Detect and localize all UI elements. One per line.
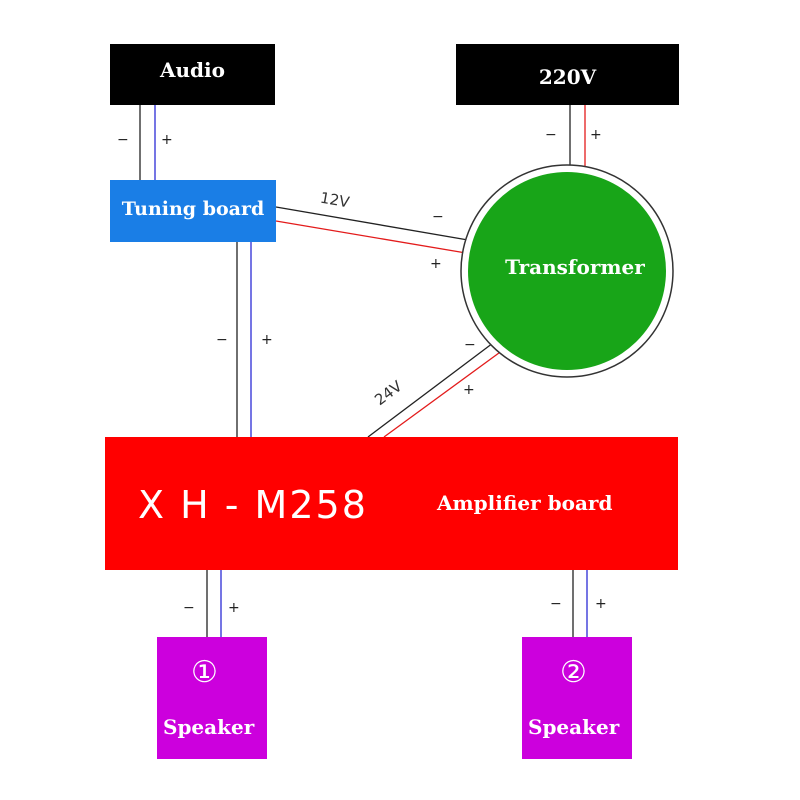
12v-negative-sign: − — [432, 209, 444, 225]
speaker2-positive-sign: + — [595, 596, 607, 612]
audio-source: Audio — [110, 44, 275, 105]
12v-negative-wire — [275, 206, 469, 241]
mains-power: 220V — [456, 44, 679, 105]
tuning-board: Tuning board — [110, 180, 276, 242]
amplifier-label: Amplifier board — [437, 491, 613, 515]
speaker-1-label: Speaker — [163, 715, 255, 739]
speaker1-positive-sign: + — [228, 600, 240, 616]
audio-positive-sign: + — [161, 132, 173, 148]
speaker-1: ① Speaker — [157, 637, 267, 759]
speaker-1-number: ① — [191, 655, 218, 690]
transformer-label: Transformer — [505, 255, 645, 279]
amplifier-model: X H - M258 — [138, 483, 368, 527]
mains-negative-sign: − — [545, 127, 557, 143]
mains-positive-sign: + — [590, 127, 602, 143]
audio-label: Audio — [160, 58, 225, 82]
signal-negative-sign: − — [216, 332, 228, 348]
24v-positive-sign: + — [463, 382, 475, 398]
24v-positive-wire — [383, 349, 504, 438]
24v-negative-sign: − — [464, 337, 476, 353]
speaker-2-label: Speaker — [528, 715, 620, 739]
speaker-2-number: ② — [560, 655, 587, 690]
audio-negative-sign: − — [117, 132, 129, 148]
signal-positive-sign: + — [261, 332, 273, 348]
speaker2-negative-sign: − — [550, 596, 562, 612]
amplifier-board: X H - M258 Amplifier board — [105, 437, 678, 570]
12v-positive-sign: + — [430, 256, 442, 272]
transformer-core — [468, 172, 666, 370]
speaker-2: ② Speaker — [522, 637, 632, 759]
tuning-board-label: Tuning board — [121, 198, 265, 220]
24v-negative-wire — [367, 342, 494, 438]
mains-label: 220V — [538, 64, 597, 89]
12v-positive-wire — [275, 220, 467, 254]
speaker1-negative-sign: − — [183, 600, 195, 616]
